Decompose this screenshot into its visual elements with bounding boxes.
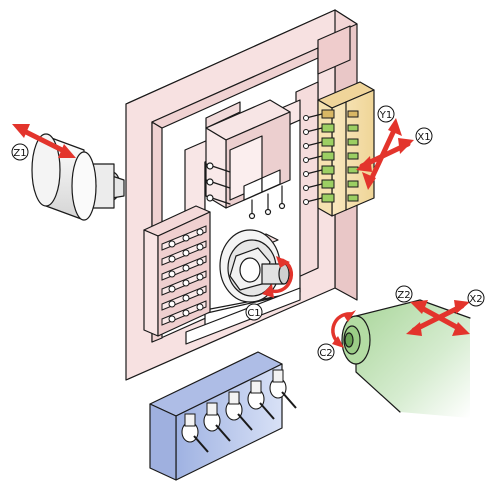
gang-tool xyxy=(303,137,359,149)
sub-spindle xyxy=(341,299,471,418)
axis-label-x2: X2 xyxy=(467,289,485,307)
gang-tool xyxy=(303,179,359,191)
axis-label-c2-text: C2 xyxy=(319,348,332,359)
tool-post-tool xyxy=(161,270,207,296)
axis-label-z1: Z1 xyxy=(11,143,29,161)
axis-label-c1: C1 xyxy=(245,303,263,321)
tool-post-tool xyxy=(161,240,207,266)
tool-post-tool xyxy=(161,285,207,311)
gang-tool-set xyxy=(303,109,359,205)
gang-tool xyxy=(303,151,359,163)
axis-label-x2-text: X2 xyxy=(469,294,482,305)
holder-drill xyxy=(181,413,209,453)
holder-drill xyxy=(269,369,297,409)
y1-x1-motion-arrows xyxy=(356,118,414,190)
center-block-tools xyxy=(205,162,286,220)
axis-label-z1-text: Z1 xyxy=(13,148,26,159)
z2-x2-motion-arrows xyxy=(406,300,470,336)
tool-post-tool xyxy=(161,255,207,281)
axis-label-y1-text: Y1 xyxy=(379,110,392,121)
z1-motion-arrow xyxy=(12,124,76,158)
axis-label-x1-text: X1 xyxy=(417,132,430,143)
gang-tool xyxy=(303,193,359,205)
tool-post-tool xyxy=(161,300,207,326)
gang-tool xyxy=(303,109,359,121)
holder-drill xyxy=(247,380,275,420)
axis-label-c1-text: C1 xyxy=(247,308,260,319)
axis-label-c2: C2 xyxy=(317,343,335,361)
holder-drill xyxy=(225,391,253,431)
tool-post-tool xyxy=(161,225,207,251)
c1-rotation-arrow xyxy=(262,256,294,298)
axis-label-z2-text: Z2 xyxy=(397,290,410,301)
c2-rotation-arrow xyxy=(331,310,356,348)
gang-tool xyxy=(303,123,359,135)
chuck-assembly xyxy=(219,229,290,303)
holder-tool-set xyxy=(181,369,297,453)
tool-post-tools xyxy=(161,225,207,326)
gang-tool xyxy=(303,165,359,177)
axis-label-y1: Y1 xyxy=(377,105,395,123)
axis-label-x1: X1 xyxy=(415,127,433,145)
axis-label-z2: Z2 xyxy=(395,285,413,303)
main-spindle xyxy=(31,133,125,221)
holder-drill xyxy=(203,402,231,442)
